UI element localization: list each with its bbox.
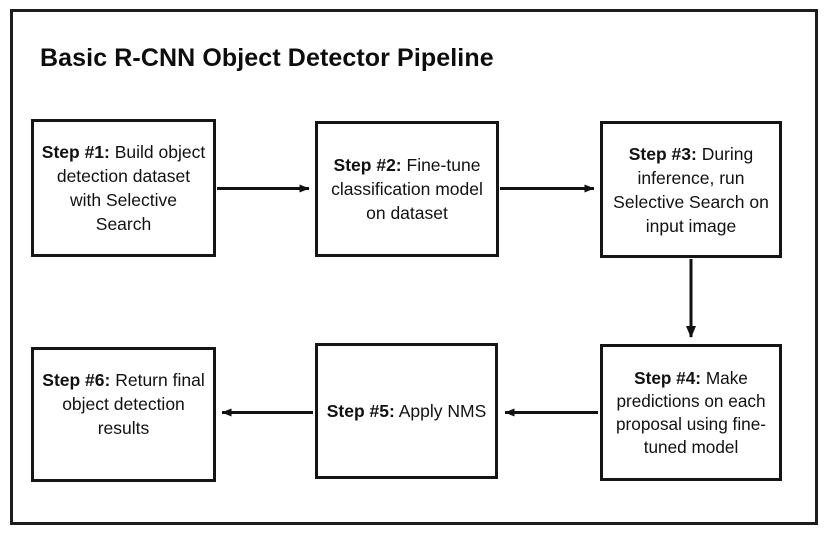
step-4-text: Step #4: Make predictions on each propos… xyxy=(609,367,773,459)
step-5-body: Apply NMS xyxy=(398,401,487,421)
step-box-3[interactable]: Step #3: During inference, run Selective… xyxy=(600,121,782,258)
step-5-text: Step #5: Apply NMS xyxy=(324,399,489,423)
step-6-label: Step #6: xyxy=(42,370,111,390)
step-3-body: During inference, run Selective Search o… xyxy=(613,143,769,236)
step-3-text: Step #3: During inference, run Selective… xyxy=(609,142,773,238)
step-1-body: Build object detection dataset with Sele… xyxy=(56,142,206,234)
page-title: Basic R-CNN Object Detector Pipeline xyxy=(40,44,494,72)
step-box-4[interactable]: Step #4: Make predictions on each propos… xyxy=(600,344,782,481)
step-3-label: Step #3: xyxy=(628,143,697,164)
step-box-6[interactable]: Step #6: Return final object detection r… xyxy=(31,347,216,482)
step-2-text: Step #2: Fine-tune classification model … xyxy=(324,153,490,225)
step-box-1[interactable]: Step #1: Build object detection dataset … xyxy=(31,119,216,257)
step-2-body: Fine-tune classification model on datase… xyxy=(331,155,483,223)
step-1-text: Step #1: Build object detection dataset … xyxy=(40,140,207,236)
step-1-label: Step #1: xyxy=(41,142,110,162)
step-4-label: Step #4: xyxy=(634,367,702,388)
step-5-label: Step #5: xyxy=(326,401,395,421)
step-6-text: Step #6: Return final object detection r… xyxy=(40,350,207,440)
step-4-body: Make predictions on each proposal using … xyxy=(615,367,766,457)
step-6-body: Return final object detection results xyxy=(62,370,205,438)
step-2-label: Step #2: xyxy=(333,155,402,175)
step-box-5[interactable]: Step #5: Apply NMS xyxy=(315,343,498,479)
step-box-2[interactable]: Step #2: Fine-tune classification model … xyxy=(315,121,499,257)
